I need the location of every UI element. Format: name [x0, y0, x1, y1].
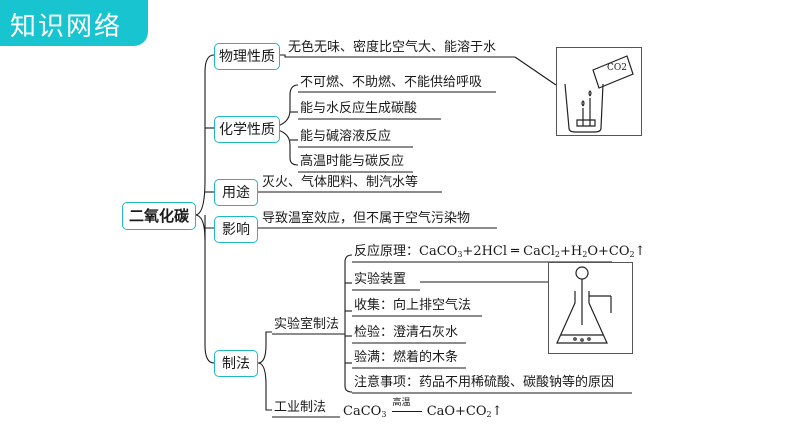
reaction-condition: 高温 — [391, 398, 423, 421]
section-banner: 知识网络 — [0, 0, 148, 46]
chemical-property-1: 不可燃、不助燃、不能供给呼吸 — [300, 75, 483, 90]
banner-title: 知识网络 — [10, 12, 123, 42]
industrial-method-label: 工业制法 — [274, 400, 327, 415]
impact-text: 导致温室效应，但不属于空气污染物 — [262, 211, 471, 226]
reaction-equation: CaCO3+2HCl ═ CaCl2+H2O+CO2↑ — [419, 244, 646, 259]
lab-test: 检验：澄清石灰水 — [354, 325, 459, 340]
lab-apparatus: 实验装置 — [354, 272, 407, 287]
category-physical-properties: 物理性质 — [214, 43, 280, 70]
flask-apparatus-illustration — [556, 266, 612, 344]
lab-full-check: 验满：燃着的木条 — [354, 350, 459, 365]
lab-apparatus-image — [548, 262, 633, 354]
category-preparation: 制法 — [214, 350, 258, 377]
lab-method-label: 实验室制法 — [274, 317, 340, 332]
chemical-property-3: 能与碱溶液反应 — [300, 129, 392, 144]
co2-pour-illustration: CO2 — [564, 55, 634, 133]
industrial-equation: CaCO3 高温 CaO+CO2↑ — [343, 398, 503, 421]
lab-reaction-principle: 反应原理：CaCO3+2HCl ═ CaCl2+H2O+CO2↑ — [354, 243, 646, 264]
category-impact: 影响 — [214, 216, 258, 243]
uses-text: 灭火、气体肥料、制汽水等 — [262, 175, 419, 190]
physical-property-text: 无色无味、密度比空气大、能溶于水 — [288, 40, 497, 55]
chemical-property-4: 高温时能与碳反应 — [300, 154, 405, 169]
lab-collection: 收集：向上排空气法 — [354, 298, 472, 313]
chemical-property-2: 能与水反应生成碳酸 — [300, 101, 418, 116]
co2-candle-experiment-image: CO2 — [556, 47, 642, 136]
category-chemical-properties: 化学性质 — [214, 116, 280, 143]
co2-label: CO2 — [607, 63, 627, 73]
reaction-prefix: 反应原理： — [354, 244, 420, 259]
root-node-carbon-dioxide: 二氧化碳 — [122, 202, 196, 230]
lab-notes: 注意事项：药品不用稀硫酸、碳酸钠等的原因 — [354, 375, 615, 390]
category-uses: 用途 — [214, 179, 258, 206]
